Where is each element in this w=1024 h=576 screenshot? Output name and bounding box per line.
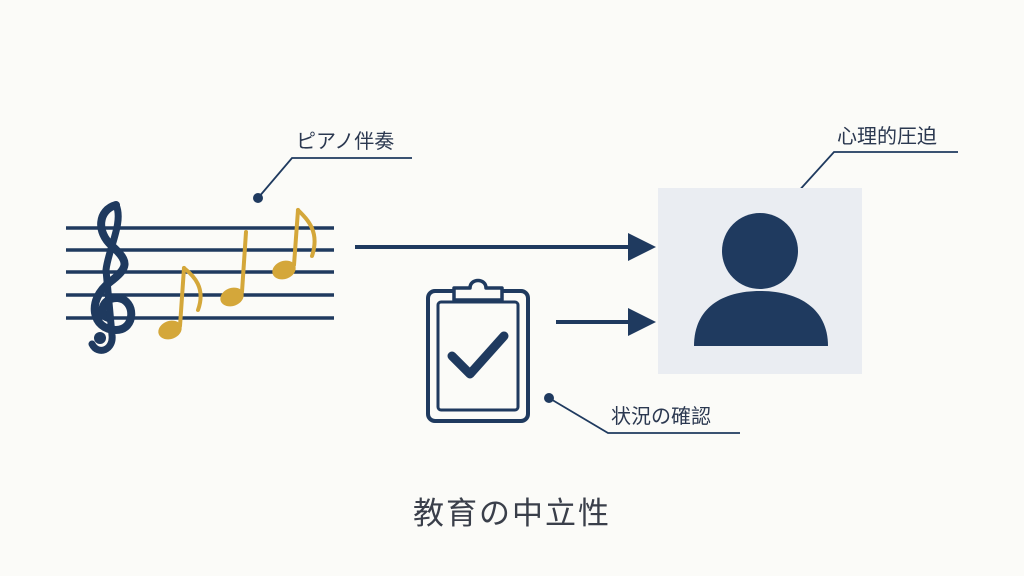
- piano-accompaniment-label: ピアノ伴奏: [296, 129, 395, 153]
- music-notes-icon: [158, 208, 317, 340]
- treble-clef-icon: [88, 201, 136, 354]
- psychological-pressure-label: 心理的圧迫: [837, 124, 937, 148]
- arrow-icon: [355, 233, 656, 261]
- clipboard-icon: [426, 278, 530, 423]
- leader-lines: [257, 151, 958, 434]
- music-staff-icon: [66, 201, 334, 354]
- arrow-icon: [556, 308, 656, 336]
- piano-label-dot: [253, 193, 263, 203]
- checkmark-icon: [447, 331, 509, 379]
- person-icon: [694, 213, 828, 346]
- situation-check-label: 状況の確認: [611, 404, 711, 428]
- caption-title: 教育の中立性: [413, 496, 611, 532]
- check-label-dot: [544, 393, 554, 403]
